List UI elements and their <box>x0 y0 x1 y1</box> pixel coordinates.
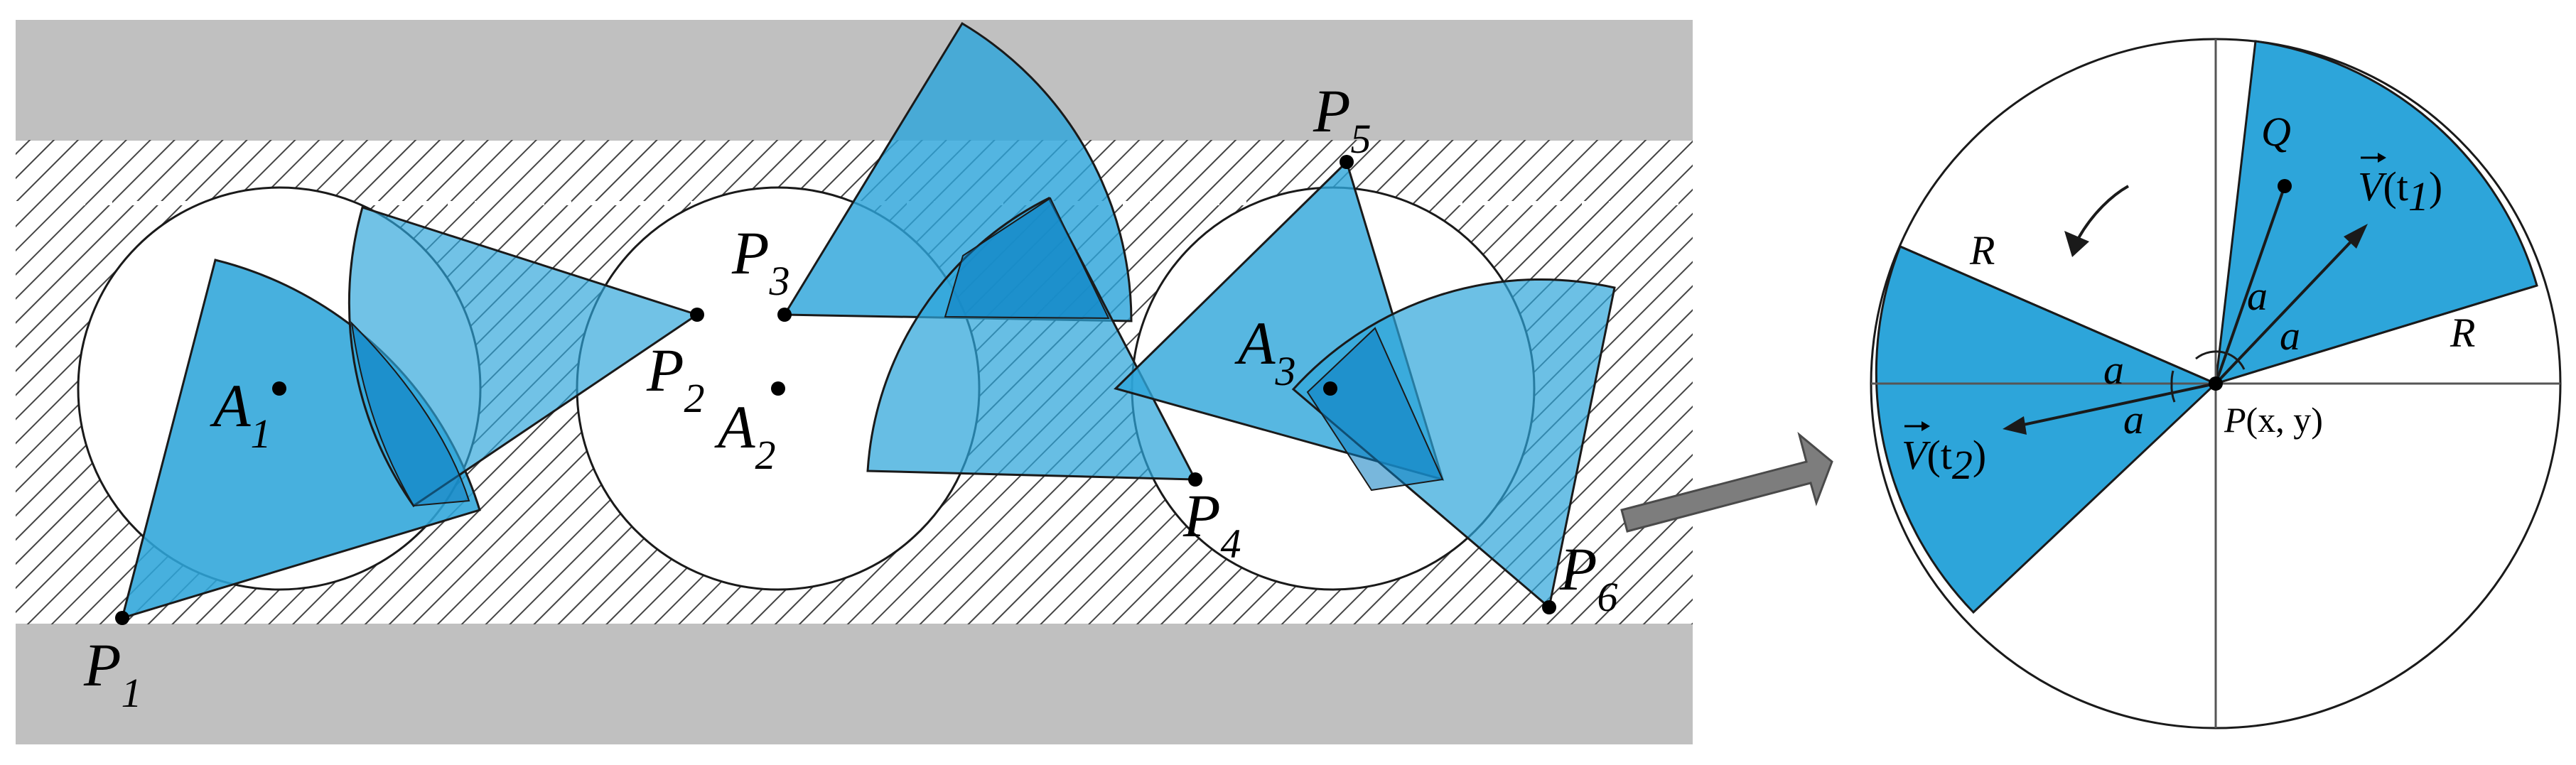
road-lower-gray-band <box>16 624 1693 744</box>
label-alpha-1: a <box>2247 273 2268 319</box>
label-a3: A3 <box>1234 309 1296 394</box>
inset-radius-line-upper <box>1899 245 2216 385</box>
overlap-mid <box>944 197 1110 320</box>
label-alpha-3: a <box>2103 347 2124 393</box>
center-a1 <box>272 381 286 396</box>
label-p4: P4 <box>1182 482 1241 567</box>
label-a2: A2 <box>714 393 776 478</box>
scene-labels: P1 P2 P3 P4 P5 P6 A1 A2 A3 <box>83 77 1618 716</box>
vector-v1 <box>2214 233 2359 385</box>
point-q <box>2278 179 2292 193</box>
label-p5: P5 <box>1313 77 1371 162</box>
overlap-a1 <box>350 321 470 507</box>
sector-overlaps <box>350 197 1444 507</box>
center-a2 <box>771 381 785 396</box>
label-q: Q <box>2261 109 2291 155</box>
svg-text:V(t1): V(t1) <box>2358 163 2442 219</box>
label-r-right: R <box>2450 310 2475 356</box>
label-alpha-4: a <box>2123 396 2144 443</box>
label-v1: V(t1) <box>2358 153 2442 219</box>
point-p3 <box>777 308 792 322</box>
label-v2: V(t2) <box>1902 421 1986 488</box>
label-p2: P2 <box>646 336 705 421</box>
vector-v1-arrowhead <box>2344 224 2368 249</box>
label-alpha-2: a <box>2280 313 2300 359</box>
point-p <box>2209 376 2223 391</box>
scene-points <box>115 155 1556 625</box>
overlap-a3 <box>1306 327 1444 492</box>
point-p4 <box>1188 472 1202 487</box>
transition-arrow <box>1620 431 1833 533</box>
center-a3 <box>1323 381 1337 396</box>
label-r-left: R <box>1969 227 1995 273</box>
vector-v2 <box>2016 382 2216 428</box>
sector-p4 <box>866 196 1197 481</box>
point-p2 <box>690 308 704 322</box>
label-a1: A1 <box>210 371 271 457</box>
rotation-arrow <box>2077 185 2129 239</box>
svg-text:V(t2): V(t2) <box>1902 432 1986 488</box>
road-upper-gray-band <box>16 20 1693 141</box>
vector-pq <box>2214 185 2286 384</box>
rotation-arrowhead <box>2064 231 2089 257</box>
inset-sector-v2 <box>1875 245 2218 614</box>
v2-overarrow-head <box>1922 421 1930 431</box>
v1-overarrow-head <box>2378 153 2386 163</box>
point-p6 <box>1542 600 1556 614</box>
inset-detail: Q R R a a a a V(t1) V(t2) P(x, y) <box>1870 38 2562 729</box>
alpha-arc-3 <box>2170 370 2174 384</box>
label-p-xy: P(x, y) <box>2224 400 2323 440</box>
point-p1 <box>115 611 129 625</box>
alpha-arc-2 <box>2195 350 2226 360</box>
label-p6: P6 <box>1559 535 1618 620</box>
inset-radius-line-right <box>2215 284 2538 385</box>
vector-v2-arrowhead <box>2003 416 2027 435</box>
label-p3: P3 <box>731 219 790 304</box>
point-p5 <box>1340 155 1354 169</box>
label-p1: P1 <box>83 631 142 716</box>
